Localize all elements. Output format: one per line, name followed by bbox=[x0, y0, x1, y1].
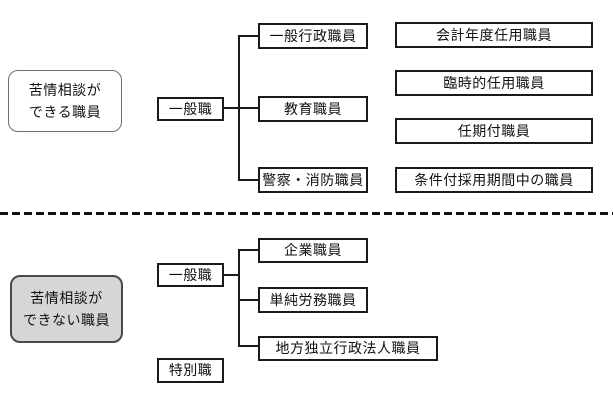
section-divider-dashed-line bbox=[0, 212, 613, 215]
box-fiscal-year-appointment-staff: 会計年度任用職員 bbox=[395, 22, 593, 48]
box-special-service: 特別職 bbox=[157, 358, 224, 383]
connector-top-trunk-vertical bbox=[238, 35, 240, 181]
connector-bottom-branch-2 bbox=[238, 299, 258, 301]
box-local-independent-admin-agency-staff: 地方独立行政法人職員 bbox=[258, 336, 438, 361]
connector-bottom-branch-3 bbox=[238, 345, 258, 347]
box-general-service-top: 一般職 bbox=[157, 97, 224, 121]
connector-bottom-parent-horizontal bbox=[223, 274, 240, 276]
box-education-staff: 教育職員 bbox=[258, 96, 368, 122]
connector-top-parent-horizontal bbox=[223, 107, 258, 109]
connector-bottom-branch-1 bbox=[238, 249, 258, 251]
box-general-administrative-staff: 一般行政職員 bbox=[258, 23, 368, 49]
box-general-service-bottom: 一般職 bbox=[157, 263, 224, 287]
box-fixed-term-staff: 任期付職員 bbox=[395, 118, 593, 144]
box-enterprise-staff: 企業職員 bbox=[258, 238, 368, 263]
box-conditional-employment-period-staff: 条件付採用期間中の職員 bbox=[395, 167, 593, 193]
connector-bottom-trunk-vertical bbox=[238, 249, 240, 347]
box-simple-labor-staff: 単純労務職員 bbox=[258, 287, 368, 313]
connector-top-branch-1 bbox=[238, 35, 258, 37]
box-temporary-appointment-staff: 臨時的任用職員 bbox=[395, 70, 593, 96]
group-cannot-consult-label: 苦情相談が できない職員 bbox=[10, 275, 123, 343]
box-police-fire-staff: 警察・消防職員 bbox=[258, 167, 368, 193]
connector-top-branch-3 bbox=[238, 179, 258, 181]
group-can-consult-label: 苦情相談が できる職員 bbox=[8, 70, 122, 132]
